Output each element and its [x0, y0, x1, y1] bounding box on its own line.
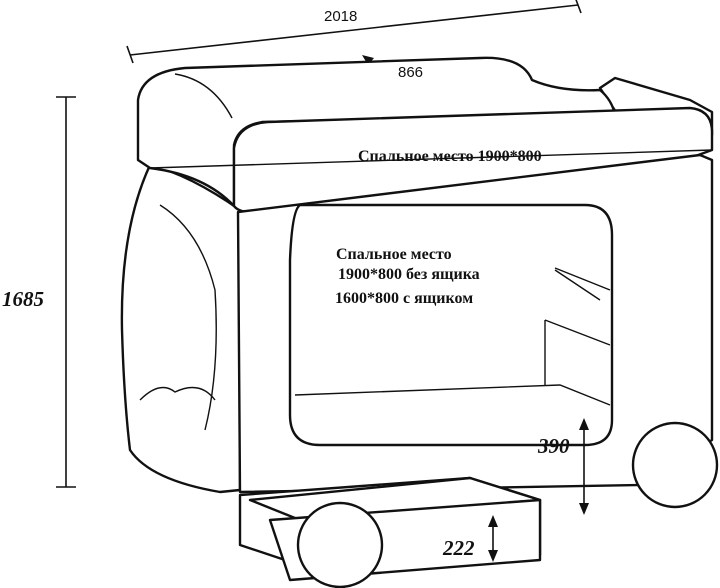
upper-guard-rail — [136, 56, 617, 208]
height-dimension-line — [56, 96, 76, 488]
length-label: 2018 — [324, 8, 358, 25]
bed-side-panel — [120, 163, 242, 494]
lower-bed-label-1: Спальное место — [336, 246, 452, 263]
upper-bed-label: Спальное место 1900*800 — [358, 148, 542, 165]
lower-bed-label-3: 1600*800 с ящиком — [335, 290, 474, 307]
lower-bed-label-2: 1900*800 без ящика — [338, 266, 480, 283]
lower-bed-height-arrow — [579, 418, 589, 515]
front-wheel — [296, 501, 384, 588]
rear-wheel — [631, 421, 719, 509]
lower-bed-height-label: 390 — [538, 434, 570, 458]
height-label: 1685 — [2, 287, 44, 311]
lower-bed-window — [288, 203, 614, 447]
depth-label: 866 — [398, 64, 424, 81]
length-dimension-line — [126, 0, 582, 64]
drawer-height-arrow — [488, 515, 498, 562]
drawer-height-label: 222 — [443, 536, 475, 560]
